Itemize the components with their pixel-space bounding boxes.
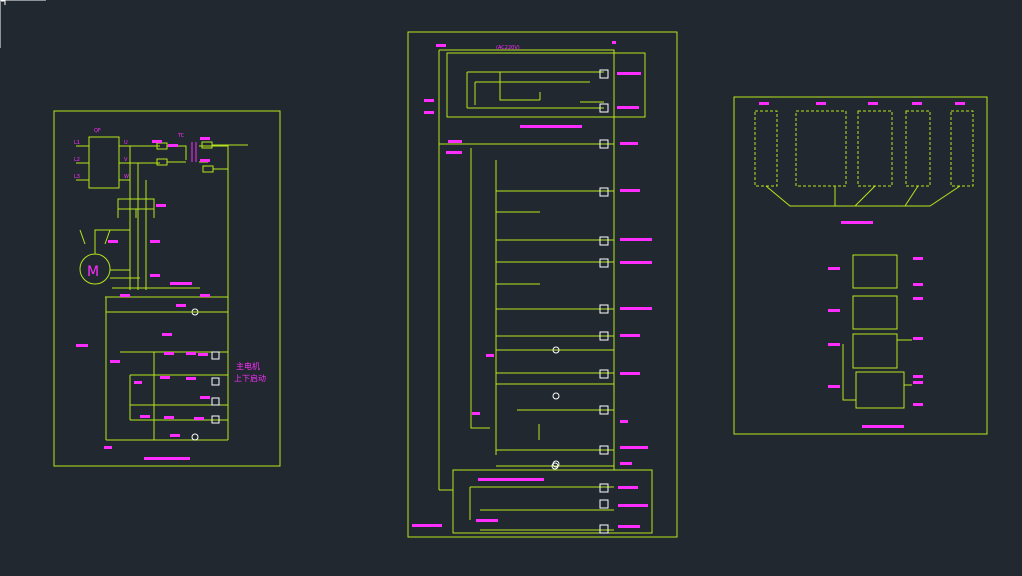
- switch-panel: [733, 96, 988, 435]
- main-motor-labels: QF L1 L2 L3 U V W TC M 主电机 上下启动: [74, 128, 266, 460]
- label-tc: TC: [177, 133, 185, 139]
- panel-frame-middle: [407, 31, 678, 538]
- upper-subframe: [446, 52, 646, 118]
- label-w: W: [124, 174, 129, 180]
- label-l3: L3: [74, 174, 80, 180]
- label-ac220v: (AC220V): [496, 45, 520, 51]
- label-motor: M: [87, 264, 99, 280]
- control-panel: [407, 31, 678, 538]
- label-direction: 上下启动: [234, 373, 266, 383]
- label-l2: L2: [74, 157, 80, 163]
- label-main-motor: 主电机: [236, 361, 260, 371]
- qf-breaker: [88, 136, 120, 189]
- main-motor-panel: [53, 110, 281, 467]
- label-v: V: [124, 157, 128, 163]
- label-l1: L1: [74, 140, 80, 146]
- panel-frame-left: [53, 110, 281, 467]
- switch-panel-labels: [759, 102, 965, 428]
- panel-frame-right: [733, 96, 988, 435]
- label-qf: QF: [94, 128, 101, 134]
- control-panel-labels: (AC220V): [412, 41, 652, 528]
- lower-subframe: [452, 469, 653, 534]
- corner-bracket-icon: [0, 0, 46, 48]
- label-u: U: [124, 140, 128, 146]
- contactor-km1: [117, 198, 155, 210]
